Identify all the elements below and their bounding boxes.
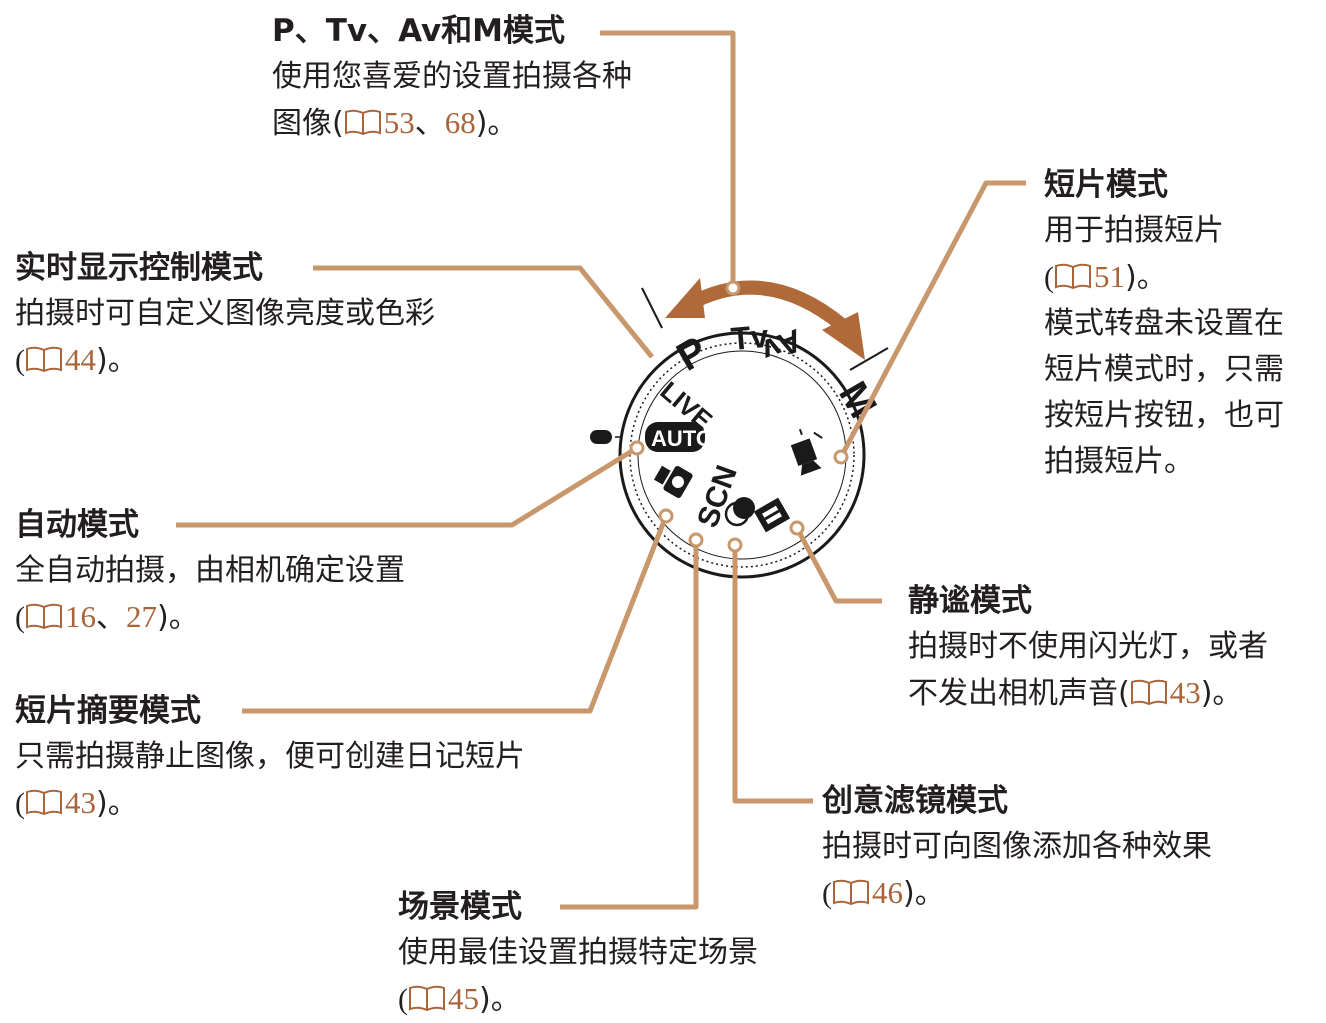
movie-desc-5: 按短片按钮，也可: [1044, 398, 1284, 433]
creative-desc-1: 拍摄时可向图像添加各种效果: [822, 829, 1212, 864]
discreet-icon: [753, 497, 791, 533]
scene-desc-1: 使用最佳设置拍摄特定场景: [398, 935, 758, 970]
callout-discreet: 静谧模式 拍摄时不使用闪光灯，或者 不发出相机声音(43)。: [908, 578, 1268, 717]
tick-left: [641, 287, 663, 329]
dial-label-auto-bg: [645, 422, 705, 452]
page-ref-68[interactable]: 68: [444, 105, 476, 140]
movie-icon: [790, 428, 823, 476]
book-icon: [344, 109, 382, 136]
dial-label-tv: Tv: [729, 318, 770, 357]
callout-creative: 创意滤镜模式 拍摄时可向图像添加各种效果 (46)。: [822, 778, 1212, 917]
dial-label-auto: AUTO: [651, 426, 713, 451]
callout-live: 实时显示控制模式 拍摄时可自定义图像亮度或色彩 (44)。: [15, 245, 435, 384]
leader-discreet: [794, 526, 882, 604]
leader-digest: [242, 515, 669, 714]
scene-title: 场景模式: [398, 889, 522, 925]
scene-desc-2: (45)。: [398, 981, 521, 1017]
page-ref-16[interactable]: 16: [65, 599, 96, 634]
callout-pasm: P、Tv、Av和M模式 使用您喜爱的设置拍摄各种 图像(53、68)。: [272, 8, 632, 147]
pasm-desc-1: 使用您喜爱的设置拍摄各种: [272, 59, 632, 94]
creative-title: 创意滤镜模式: [822, 783, 1008, 819]
live-desc-2: (44)。: [15, 342, 138, 378]
live-desc-1: 拍摄时可自定义图像亮度或色彩: [15, 296, 435, 331]
movie-desc-6: 拍摄短片。: [1044, 444, 1194, 479]
movie-title: 短片模式: [1044, 167, 1168, 203]
auto-title: 自动模式: [15, 507, 139, 543]
book-icon: [25, 789, 63, 816]
page-ref-51[interactable]: 51: [1094, 259, 1125, 294]
pasm-desc-2: 图像(53、68)。: [272, 105, 518, 141]
live-title: 实时显示控制模式: [15, 250, 263, 286]
movie-desc-2: (51)。: [1044, 259, 1167, 295]
leader-live: [313, 265, 654, 359]
digest-title: 短片摘要模式: [15, 693, 201, 729]
book-icon: [1130, 679, 1168, 706]
auto-desc-2: (16、27)。: [15, 599, 199, 635]
curved-double-arrow-icon: [665, 278, 865, 360]
book-icon: [832, 879, 870, 906]
page-ref-43[interactable]: 43: [1169, 675, 1201, 710]
movie-digest-icon: [653, 465, 693, 499]
leader-lines: [176, 30, 1026, 910]
discreet-title: 静谧模式: [908, 583, 1032, 619]
leader-pasm: [600, 30, 736, 288]
page-ref-27[interactable]: 27: [126, 599, 157, 634]
callout-scene: 场景模式 使用最佳设置拍摄特定场景 (45)。: [398, 884, 758, 1023]
page-ref-44[interactable]: 44: [65, 342, 96, 377]
callout-movie: 短片模式 用于拍摄短片 (51)。 模式转盘未设置在 短片模式时，只需 按短片按…: [1044, 162, 1284, 485]
tick-right: [849, 347, 889, 371]
digest-desc-2: (43)。: [15, 785, 138, 821]
callout-digest: 短片摘要模式 只需拍摄静止图像，便可创建日记短片 (43)。: [15, 688, 525, 827]
discreet-desc-2: 不发出相机声音(43)。: [908, 675, 1243, 711]
leader-creative: [732, 545, 813, 804]
auto-desc-1: 全自动拍摄，由相机确定设置: [15, 553, 405, 588]
page-ref-45[interactable]: 45: [448, 981, 479, 1016]
pasm-title: P、Tv、Av和M模式: [272, 13, 566, 49]
page-ref-46[interactable]: 46: [872, 875, 903, 910]
page-ref-43[interactable]: 43: [65, 785, 96, 820]
page-ref-53[interactable]: 53: [383, 105, 415, 140]
book-icon: [25, 603, 63, 630]
creative-filter-icon: [724, 497, 755, 527]
movie-desc-4: 短片模式时，只需: [1044, 352, 1284, 387]
book-icon: [1054, 263, 1092, 290]
movie-desc-1: 用于拍摄短片: [1044, 213, 1224, 248]
digest-desc-1: 只需拍摄静止图像，便可创建日记短片: [15, 739, 525, 774]
leader-movie: [838, 180, 1026, 459]
book-icon: [408, 985, 446, 1012]
leader-endpoints: [629, 280, 849, 553]
discreet-desc-1: 拍摄时不使用闪光灯，或者: [908, 629, 1268, 664]
leader-auto: [176, 445, 639, 528]
dial-index-mark: [590, 430, 612, 444]
book-icon: [25, 346, 63, 373]
callout-auto: 自动模式 全自动拍摄，由相机确定设置 (16、27)。: [15, 502, 405, 641]
creative-desc-2: (46)。: [822, 875, 945, 911]
movie-desc-3: 模式转盘未设置在: [1044, 306, 1284, 341]
leader-scene: [560, 540, 699, 910]
